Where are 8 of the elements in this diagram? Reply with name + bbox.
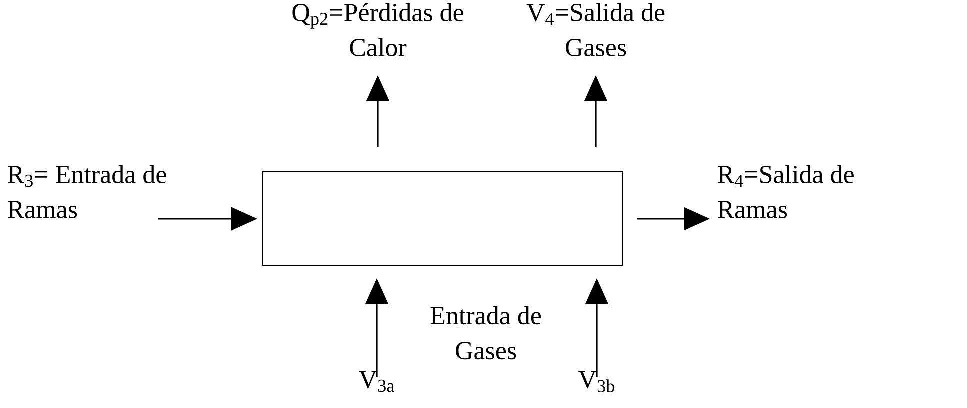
stream-label: V$_{4}$=Salida de Gases: [526, 3, 665, 56]
process-box: [262, 172, 624, 266]
stream-label: V$_{3a}$: [359, 371, 394, 392]
stream-label: Q$_{p2}$=Pérdidas de Calor: [292, 3, 464, 57]
stream-label: R$_{3}$= Entrada de Ramas: [8, 165, 166, 218]
stream-label: R$_{4}$=Salida de Ramas: [718, 165, 854, 218]
group-label: Entrada de Gases: [430, 306, 542, 360]
stream-label: V$_{3b}$: [578, 371, 615, 392]
